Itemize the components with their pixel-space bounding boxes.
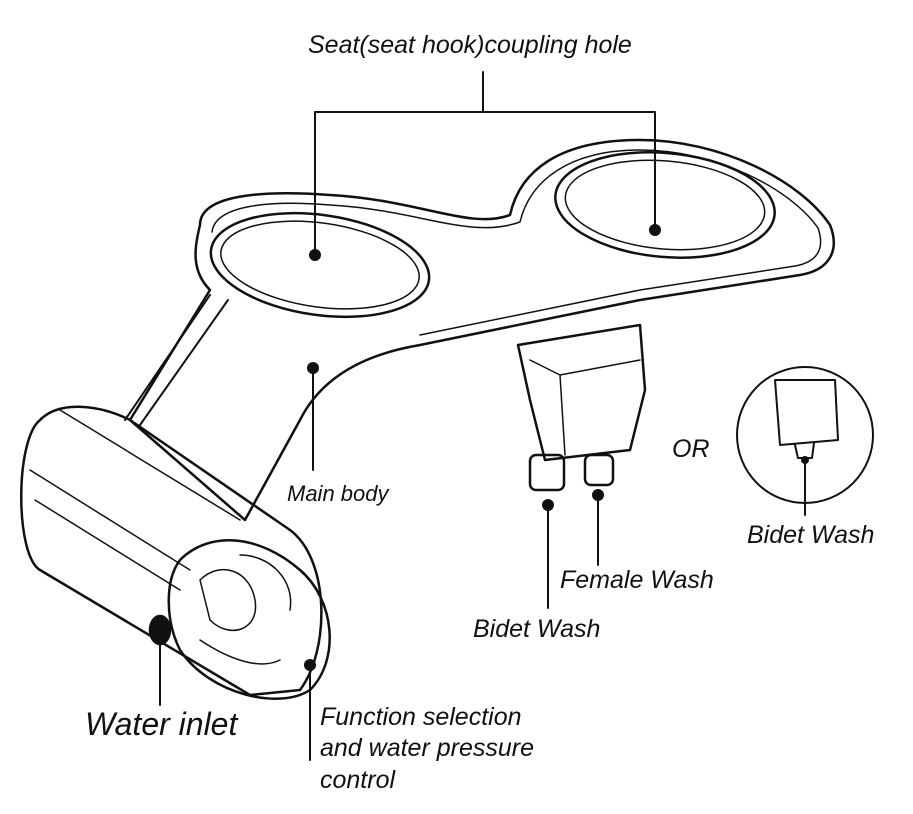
label-function-line3: control [320,765,396,794]
left-coupling-hole [209,211,431,319]
function-knob [167,539,331,700]
label-function-selection: Function selection and water pressure co… [320,702,534,796]
label-female-wash: Female Wash [560,566,714,594]
leader-seat [314,71,656,256]
label-bidet-wash: Bidet Wash [473,615,601,643]
label-function-line1: Function selection [320,703,522,731]
nozzle-block [516,323,647,462]
right-coupling-hole [554,151,776,259]
label-water-inlet: Water inlet [85,706,238,742]
water-inlet-handle [20,405,323,697]
label-bidet-wash-inset: Bidet Wash [747,521,875,549]
label-function-line2: and water pressure [320,734,535,763]
seat-plate [128,138,835,522]
label-seat-coupling-hole: Seat(seat hook)coupling hole [308,31,632,59]
label-main-body: Main body [287,481,389,506]
label-or: OR [672,435,710,463]
